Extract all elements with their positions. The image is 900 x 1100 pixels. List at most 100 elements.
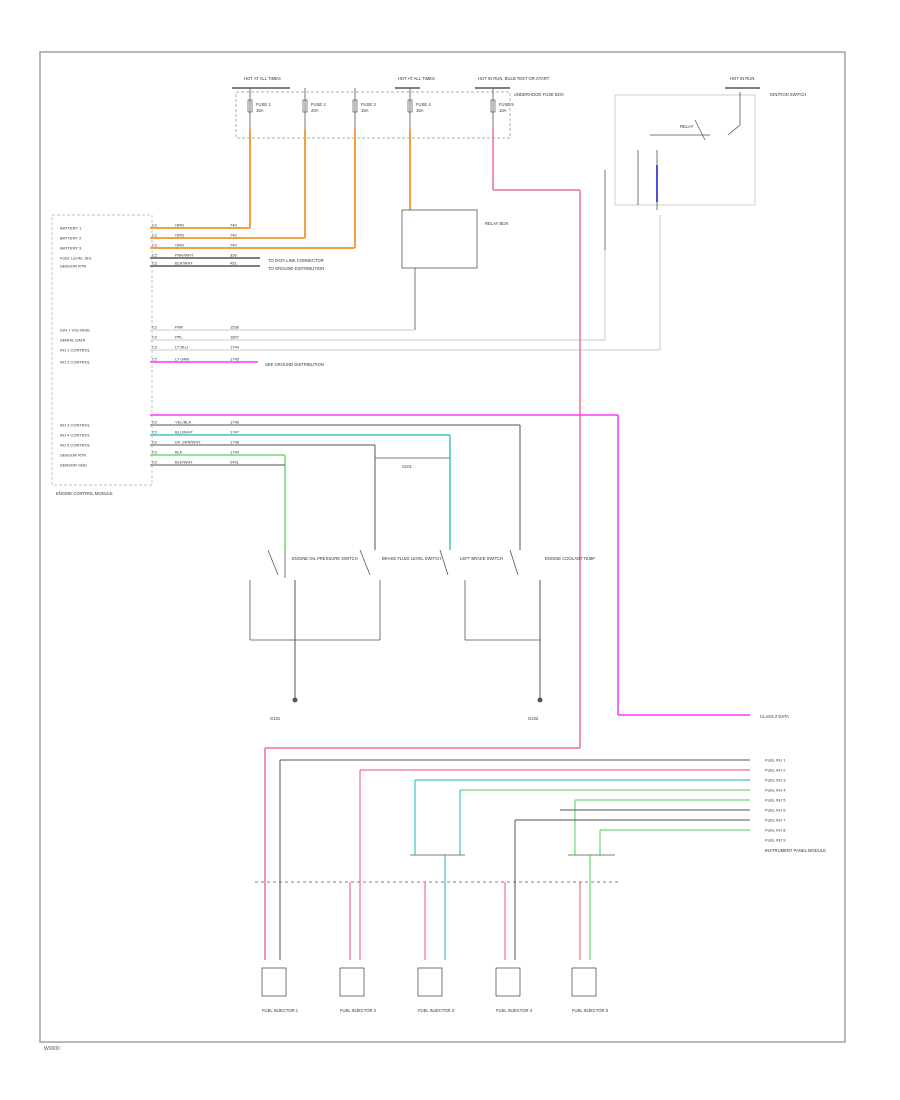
ecm-row-pin: C2 (152, 261, 158, 266)
ecm-row: INJ 1 CONTROL C2 LT BLU 1744 (60, 345, 240, 353)
right-module-lines (255, 759, 750, 960)
fuse-1: FUSE 1 15A (247, 88, 271, 130)
svg-text:FUEL INJECTOR 2: FUEL INJECTOR 2 (340, 1008, 377, 1013)
ecm-row-name: INJ 1 CONTROL (60, 348, 91, 353)
ecm-row-wire: PNK/WHT (175, 253, 194, 258)
ecm-row-name: IGN 1 VOLTAGE (60, 328, 90, 333)
ecm-row-circuit: 1747 (230, 430, 240, 435)
ecm-row-name: INJ 2 CONTROL (60, 360, 91, 365)
ecm-row: IGN 1 VOLTAGE C2 PNK 1538 (60, 325, 240, 333)
right-module-row: FUEL INJ 8 (765, 828, 786, 833)
ecm-row-wire: ORN (175, 223, 184, 228)
ecm-row-pin: C2 (152, 335, 158, 340)
ecm-row-pin: C2 (152, 325, 158, 330)
ecm-row-circuit: 2451 (230, 460, 240, 465)
fuse-3: FUSE 3 15A (352, 88, 376, 130)
ecm-row-wire: LT BLU (175, 345, 188, 350)
ecm-row-circuit: 1749 (230, 450, 240, 455)
svg-text:FUSE 3: FUSE 3 (361, 102, 376, 107)
ecm-title: ENGINE CONTROL MODULE (56, 491, 113, 496)
serial-data-line: SEE GROUND DISTRIBUTION CLASS 2 DATA (150, 361, 789, 719)
injector-control-lines: S101 (150, 424, 521, 550)
svg-text:10A: 10A (499, 108, 507, 113)
switch-3: LEFT BRAKE SWITCH (439, 549, 503, 640)
svg-text:FUEL INJECTOR 5: FUEL INJECTOR 5 (572, 1008, 609, 1013)
footer-code: W0000 (44, 1046, 60, 1052)
svg-text:BRAKE FLUID LEVEL SWITCH: BRAKE FLUID LEVEL SWITCH (382, 556, 441, 561)
ecm-row-name: BATTERY 2 (60, 236, 82, 241)
ground-g101 (292, 697, 298, 703)
ecm-row-pin: C1 (152, 233, 158, 238)
fuel-injector-1: FUEL INJECTOR 1 (261, 967, 299, 1013)
ecm-row-name: INJ 4 CONTROL (60, 433, 91, 438)
right-module-row: FUEL INJ 4 (765, 788, 786, 793)
svg-text:G101: G101 (270, 716, 281, 721)
svg-text:FUEL INJECTOR 4: FUEL INJECTOR 4 (496, 1008, 533, 1013)
svg-text:15A: 15A (256, 108, 264, 113)
right-module-row: FUEL INJ 1 (765, 758, 786, 763)
ecm-row-circuit: 1538 (230, 325, 240, 330)
svg-text:ENGINE OIL PRESSURE SWITCH: ENGINE OIL PRESSURE SWITCH (292, 556, 358, 561)
switch-4: ENGINE COOLANT TEMP (465, 549, 595, 700)
ecm-row-pin: C2 (152, 420, 158, 425)
ecm-row-circuit: 1807 (230, 335, 240, 340)
ignition-relay: HOT IN RUN IGNITION SWITCH RELAY (604, 76, 806, 350)
ecm-row-pin: C1 (152, 223, 158, 228)
ecm-row-wire: YEL/BLK (175, 420, 192, 425)
right-module-row: FUEL INJ 5 (765, 798, 786, 803)
ecm-row-wire: LT GRN (175, 357, 189, 362)
svg-text:15A: 15A (361, 108, 369, 113)
ecm-row-name: SENSOR RTN (60, 264, 86, 269)
ign-voltage-line (264, 130, 581, 960)
fuse-block-outline (235, 91, 511, 139)
ecm-row-pin: C2 (152, 440, 158, 445)
ecm-row-circuit: 740 (230, 223, 237, 228)
ecm-row-circuit: 451 (230, 261, 237, 266)
ecm-row-circuit: 1744 (230, 345, 240, 350)
right-module-row: FUEL INJ 6 (765, 808, 786, 813)
ground-g102 (537, 697, 543, 703)
ecm-row: SERIAL DATA C2 PPL 1807 (60, 335, 240, 343)
svg-text:RELAY BOX: RELAY BOX (485, 221, 509, 226)
fuse-2: FUSE 2 20A (302, 88, 326, 130)
ecm-row-circuit: 1745 (230, 357, 240, 362)
ecm-row-name: INJ 5 CONTROL (60, 443, 91, 448)
ecm-row-name: INJ 3 CONTROL (60, 423, 91, 428)
ecm-row-wire: BLK/WHT (175, 460, 193, 465)
diagram-frame (39, 51, 846, 1043)
right-module-row: FUEL INJ 7 (765, 818, 786, 823)
svg-text:RELAY: RELAY (680, 124, 694, 129)
svg-text:FUSE 2: FUSE 2 (311, 102, 326, 107)
fuel-injector-4: FUEL INJECTOR 4 (495, 967, 533, 1013)
ecm-row-wire: PPL (175, 335, 183, 340)
fuel-injector-2: FUEL INJECTOR 2 (339, 967, 377, 1013)
fuel-injector-5: FUEL INJECTOR 5 (571, 967, 609, 1013)
ecm-row-pin: C2 (152, 253, 158, 258)
fuse-block: HOT AT ALL TIMES HOT AT ALL TIMES HOT IN… (232, 76, 564, 139)
relay-box: RELAY BOX (150, 209, 660, 351)
svg-text:FUEL INJECTOR 3: FUEL INJECTOR 3 (418, 1008, 455, 1013)
fuel-injector-3: FUEL INJECTOR 3 (417, 967, 455, 1013)
fuse-4: FUSE 4 15A (407, 88, 431, 130)
ecm-row-pin: C2 (152, 345, 158, 350)
ecm-row-name: SERIAL DATA (60, 338, 86, 343)
fuse-block-label-1: HOT AT ALL TIMES (244, 76, 281, 81)
battery-feeds: TO DATA LINK CONNECTOR TO GROUND DISTRIB… (150, 130, 411, 271)
svg-text:LEFT BRAKE SWITCH: LEFT BRAKE SWITCH (460, 556, 503, 561)
right-module-row: FUEL INJ 9 (765, 838, 786, 843)
ecm-row-wire: PNK (175, 325, 184, 330)
ecm-row-circuit: 339 (230, 253, 237, 258)
ecm-row-wire: BLU/WHT (175, 430, 194, 435)
ecm-row-circuit: 1748 (230, 440, 240, 445)
svg-text:15A: 15A (416, 108, 424, 113)
ecm-row-wire: ORN (175, 243, 184, 248)
switch-2: BRAKE FLUID LEVEL SWITCH (250, 549, 441, 641)
